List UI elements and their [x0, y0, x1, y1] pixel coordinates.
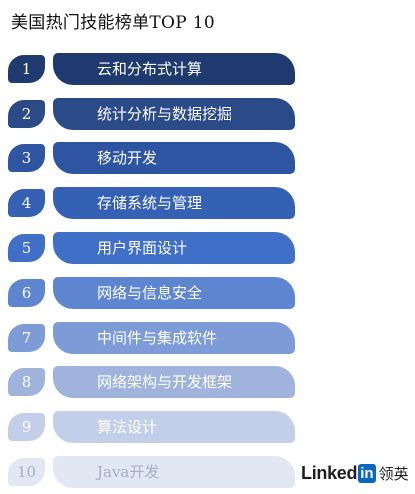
skill-bar: Java开发	[53, 456, 295, 488]
skill-bar: 算法设计	[53, 411, 295, 443]
rank-badge: 7	[8, 324, 45, 352]
skill-bar: 存储系统与管理	[53, 187, 295, 219]
skill-row: 7 中间件与集成软件	[0, 322, 415, 354]
rank-badge: 1	[8, 55, 45, 83]
skill-bar: 网络架构与开发框架	[53, 366, 295, 398]
skill-row: 2 统计分析与数据挖掘	[0, 98, 415, 130]
rank-badge: 10	[8, 458, 45, 486]
rank-badge: 2	[8, 100, 45, 128]
skill-row: 9 算法设计	[0, 411, 415, 443]
skill-bar: 中间件与集成软件	[53, 322, 295, 354]
skill-bar: 用户界面设计	[53, 232, 295, 264]
rank-badge: 4	[8, 189, 45, 217]
rank-badge: 6	[8, 279, 45, 307]
skill-bar: 云和分布式计算	[53, 53, 295, 85]
skill-row: 5 用户界面设计	[0, 232, 415, 264]
skill-row: 6 网络与信息安全	[0, 277, 415, 309]
linkedin-wordmark: Linked	[301, 462, 358, 483]
skill-row: 1 云和分布式计算	[0, 53, 415, 85]
page-title: 美国热门技能榜单TOP 10	[11, 13, 215, 33]
linkedin-chinese-name: 领英	[378, 464, 409, 483]
rank-badge: 5	[8, 234, 45, 262]
skill-bar: 移动开发	[53, 142, 295, 174]
skill-row: 4 存储系统与管理	[0, 187, 415, 219]
skill-row: 10 Java开发	[0, 456, 415, 488]
linkedin-in-icon: in	[358, 463, 376, 483]
rank-badge: 3	[8, 144, 45, 172]
rank-badge: 9	[8, 413, 45, 441]
skill-bar: 网络与信息安全	[53, 277, 295, 309]
skill-bar: 统计分析与数据挖掘	[53, 98, 295, 130]
linkedin-logo: Linked in 领英	[301, 460, 409, 486]
skill-row: 3 移动开发	[0, 142, 415, 174]
rank-badge: 8	[8, 368, 45, 396]
skill-row: 8 网络架构与开发框架	[0, 366, 415, 398]
